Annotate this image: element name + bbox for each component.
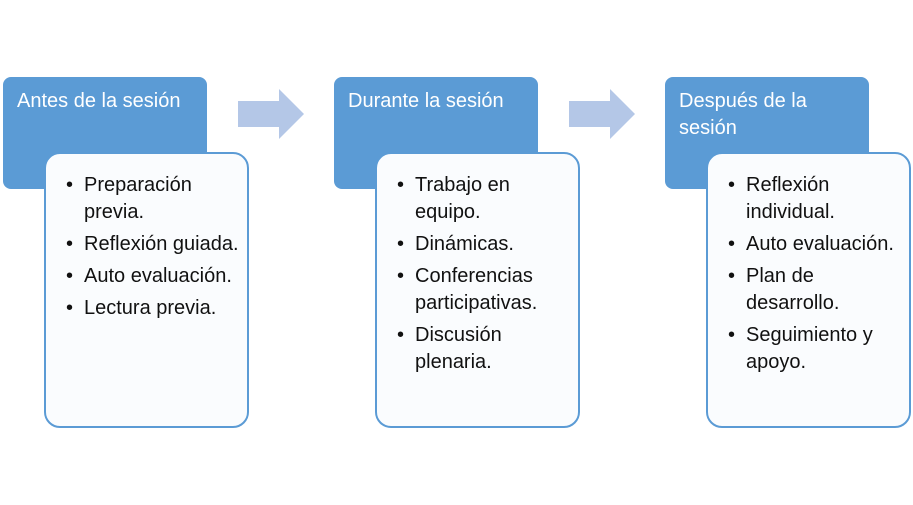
list-item: Preparación previa. xyxy=(66,172,239,226)
list-item: Conferencias participativas. xyxy=(397,263,570,317)
list-item: Auto evaluación. xyxy=(66,263,239,290)
list-item: Lectura previa. xyxy=(66,295,239,322)
list-item: Dinámicas. xyxy=(397,231,570,258)
stage-list: Preparación previa. Reflexión guiada. Au… xyxy=(66,172,239,322)
stage-list: Trabajo en equipo. Dinámicas. Conferenci… xyxy=(397,172,570,376)
stage-title: Durante la sesión xyxy=(348,90,504,112)
list-item: Discusión plenaria. xyxy=(397,322,570,376)
list-item: Plan de desarrollo. xyxy=(728,263,901,317)
stage-card-before: Preparación previa. Reflexión guiada. Au… xyxy=(44,152,249,428)
list-item: Auto evaluación. xyxy=(728,231,901,258)
stage-title: Después de la sesión xyxy=(679,90,807,139)
stage-title: Antes de la sesión xyxy=(17,90,181,112)
arrow-shape xyxy=(569,89,635,139)
list-item: Reflexión guiada. xyxy=(66,231,239,258)
stage-list: Reflexión individual. Auto evaluación. P… xyxy=(728,172,901,376)
list-item: Seguimiento y apoyo. xyxy=(728,322,901,376)
right-arrow-icon xyxy=(569,89,635,139)
right-arrow-icon xyxy=(238,89,304,139)
stage-card-after: Reflexión individual. Auto evaluación. P… xyxy=(706,152,911,428)
list-item: Trabajo en equipo. xyxy=(397,172,570,226)
list-item: Reflexión individual. xyxy=(728,172,901,226)
stage-card-during: Trabajo en equipo. Dinámicas. Conferenci… xyxy=(375,152,580,428)
arrow-shape xyxy=(238,89,304,139)
